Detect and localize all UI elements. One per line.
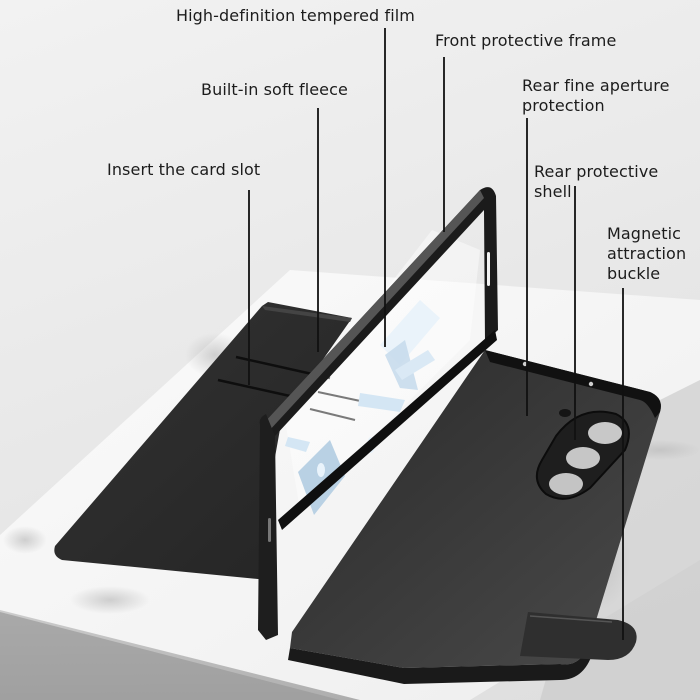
rear-protective-shell: [288, 350, 661, 684]
frame-slot: [487, 252, 490, 286]
leader-lines: [248, 28, 624, 640]
callout-front-frame: Front protective frame: [435, 31, 617, 50]
callout-tempered-film: High-definition tempered film: [176, 6, 415, 25]
callout-rear-shell: Rear protective shell: [534, 162, 659, 201]
card-slot-line: [217, 378, 291, 398]
callout-card-slot: Insert the card slot: [107, 160, 261, 179]
front-protective-frame: [258, 187, 498, 640]
callout-buckle: Magnetic attraction buckle: [607, 224, 687, 283]
camera-island: [535, 410, 630, 500]
tempered-film-glass: [285, 230, 480, 515]
left-cover: [54, 302, 366, 580]
callout-soft-fleece: Built-in soft fleece: [201, 80, 348, 99]
callout-aperture: Rear fine aperture protection: [522, 76, 670, 115]
magnetic-buckle: [520, 612, 637, 660]
